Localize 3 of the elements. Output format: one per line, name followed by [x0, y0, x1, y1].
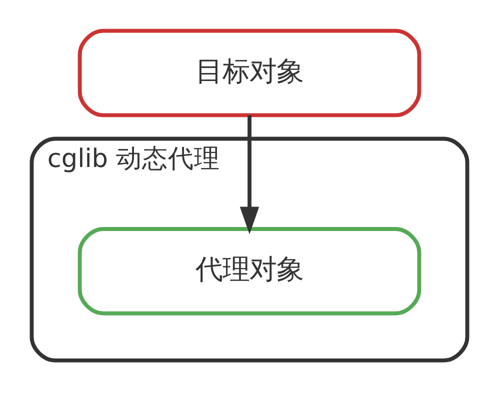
node-box: 目标对象 — [78, 28, 422, 117]
arrow — [240, 114, 260, 234]
node-box: 代理对象 — [78, 226, 422, 315]
